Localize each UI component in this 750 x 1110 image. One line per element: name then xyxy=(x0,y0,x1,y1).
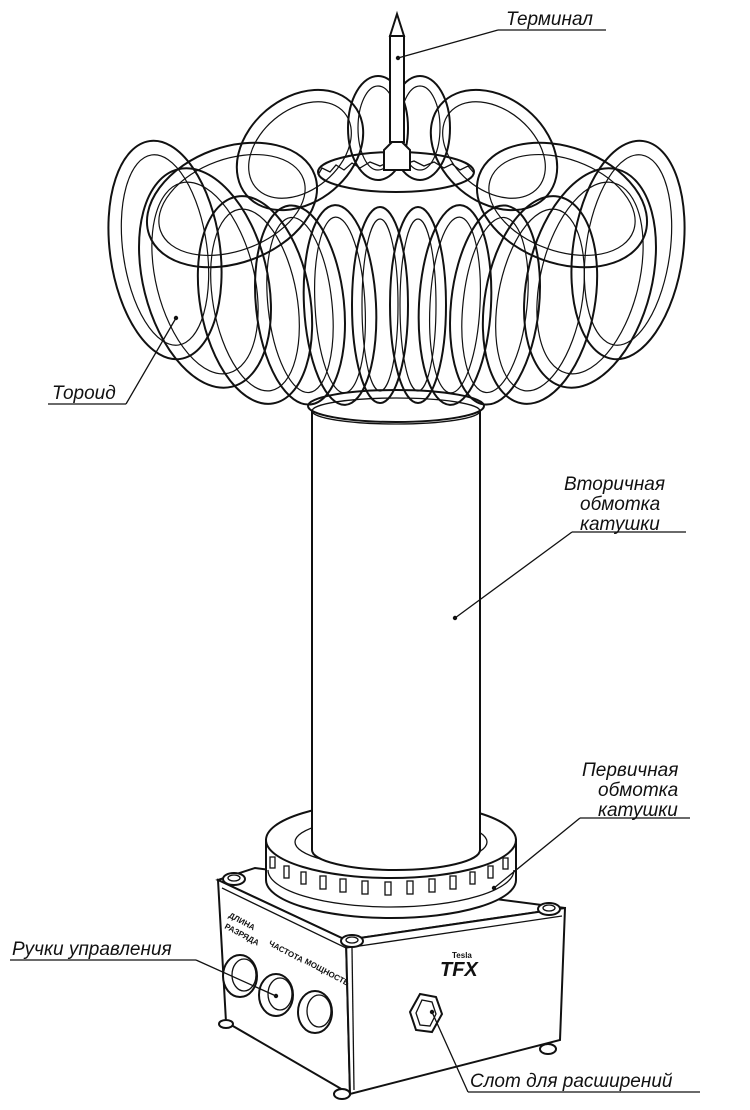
knob-power[interactable] xyxy=(297,990,333,1034)
label-secondary-3: катушки xyxy=(580,514,660,535)
label-primary-2: обмотка xyxy=(598,780,678,801)
logo-text: TFX xyxy=(440,959,479,981)
expansion-slot[interactable] xyxy=(408,992,444,1034)
terminal xyxy=(383,10,411,171)
corner-bolt xyxy=(537,902,561,916)
label-terminal: Терминал xyxy=(506,9,593,30)
corner-bolt xyxy=(218,1019,234,1029)
callout-terminal: Терминал xyxy=(397,9,606,59)
label-secondary-2: обмотка xyxy=(580,494,660,515)
corner-bolt xyxy=(340,934,364,948)
callout-primary-coil: Первичная обмотка катушки xyxy=(491,760,690,891)
secondary-coil xyxy=(307,389,485,871)
callout-control-knobs: Ручки управления xyxy=(10,939,279,999)
primary-coil-slots xyxy=(269,856,509,896)
toroid xyxy=(107,75,686,406)
logo-small-text: Tesla xyxy=(452,951,472,960)
label-toroid: Тороид xyxy=(52,383,116,404)
callout-expansion-slot: Слот для расширений xyxy=(429,1009,700,1093)
label-secondary-1: Вторичная xyxy=(564,474,665,495)
corner-bolt xyxy=(333,1088,351,1100)
label-primary-1: Первичная xyxy=(582,760,678,781)
label-primary-3: катушки xyxy=(598,800,678,821)
knob-discharge-length[interactable] xyxy=(222,954,258,998)
brand-logo: TFX Tesla xyxy=(440,951,479,981)
corner-bolt xyxy=(222,872,246,886)
base-box: ДЛИНА РАЗРЯДА ЧАСТОТА МОЩНОСТЬ TFX Tesla xyxy=(215,866,567,1100)
corner-bolt xyxy=(539,1043,557,1055)
label-control-knobs: Ручки управления xyxy=(12,939,172,960)
callout-toroid: Тороид xyxy=(48,317,177,405)
label-expansion-slot: Слот для расширений xyxy=(470,1071,673,1092)
callout-secondary-coil: Вторичная обмотка катушки xyxy=(454,474,686,619)
